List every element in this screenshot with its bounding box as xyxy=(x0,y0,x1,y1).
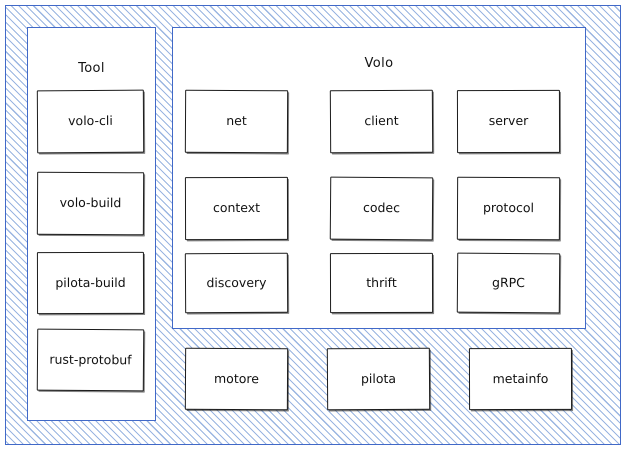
node-protocol[interactable]: protocol xyxy=(456,176,561,241)
node-label: pilota xyxy=(360,370,397,386)
node-label: thrift xyxy=(366,274,397,290)
node-label: net xyxy=(226,113,247,129)
node-grpc[interactable]: gRPC xyxy=(456,252,561,314)
node-context[interactable]: context xyxy=(184,176,289,241)
node-discovery[interactable]: discovery xyxy=(184,252,289,314)
node-volo-build[interactable]: volo-build xyxy=(36,171,145,236)
group-volo-title: Volo xyxy=(364,56,394,71)
node-label: volo-cli xyxy=(68,112,113,129)
node-server[interactable]: server xyxy=(456,89,561,154)
node-metainfo[interactable]: metainfo xyxy=(468,347,573,411)
node-label: context xyxy=(212,200,261,216)
node-label: codec xyxy=(362,199,401,216)
node-label: pilota-build xyxy=(55,274,126,290)
group-tool-title: Tool xyxy=(78,61,105,76)
node-codec[interactable]: codec xyxy=(329,176,434,241)
node-pilota-build[interactable]: pilota-build xyxy=(36,251,145,315)
node-label: protocol xyxy=(482,199,535,216)
node-rust-protobuf[interactable]: rust-protobuf xyxy=(36,328,145,392)
node-label: discovery xyxy=(206,274,267,290)
node-motore[interactable]: motore xyxy=(184,347,289,411)
node-label: metainfo xyxy=(492,370,549,386)
node-volo-cli[interactable]: volo-cli xyxy=(36,89,145,154)
node-pilota[interactable]: pilota xyxy=(326,347,431,411)
node-thrift[interactable]: thrift xyxy=(329,252,434,314)
node-label: volo-build xyxy=(59,194,122,211)
node-label: gRPC xyxy=(491,274,526,290)
node-client[interactable]: client xyxy=(329,89,434,154)
node-label: client xyxy=(364,113,399,129)
node-label: rust-protobuf xyxy=(49,351,132,367)
node-label: motore xyxy=(213,370,260,386)
node-label: server xyxy=(488,113,529,129)
node-net[interactable]: net xyxy=(184,89,289,154)
